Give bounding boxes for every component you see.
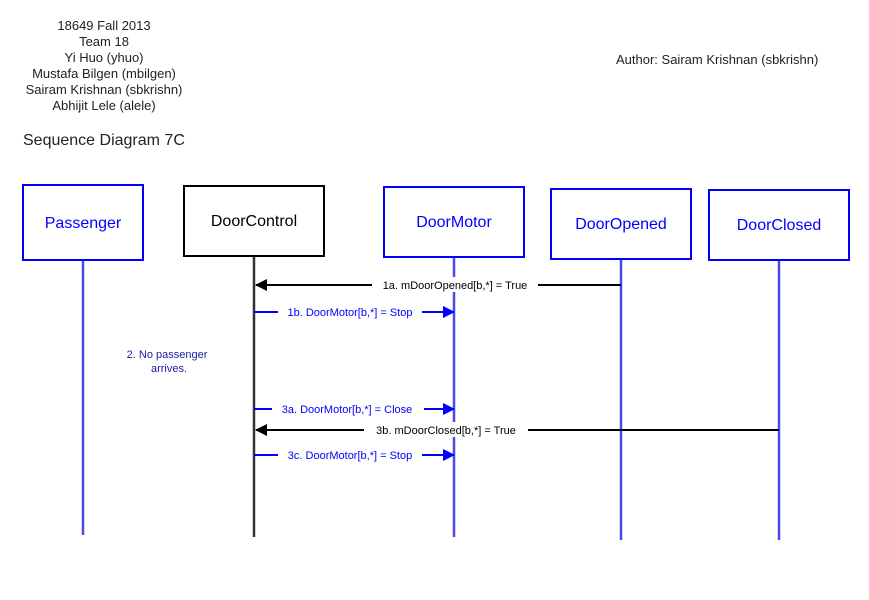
message-label: 3c. DoorMotor[b,*] = Stop	[288, 450, 412, 462]
object-label: DoorClosed	[737, 217, 821, 234]
header-line: Yi Huo (yhuo)	[64, 50, 144, 65]
message-label: 1a. mDoorOpened[b,*] = True	[383, 280, 528, 292]
diagram-title: Sequence Diagram 7C	[23, 132, 185, 149]
note-line: arrives.	[151, 363, 187, 375]
object-label: DoorMotor	[416, 214, 492, 231]
message-label: 3a. DoorMotor[b,*] = Close	[282, 404, 413, 416]
message-label: 3b. mDoorClosed[b,*] = True	[376, 425, 516, 437]
object-label: DoorControl	[211, 213, 297, 230]
note-line: 2. No passenger	[127, 349, 208, 361]
team-info: 18649 Fall 2013 Team 18 Yi Huo (yhuo) Mu…	[14, 18, 194, 114]
object-passenger: Passenger	[22, 184, 144, 261]
message-1b: 1b. DoorMotor[b,*] = Stop	[254, 304, 455, 319]
object-doorcontrol: DoorControl	[183, 185, 325, 257]
header-line: Abhijit Lele (alele)	[52, 98, 156, 113]
header-line: Mustafa Bilgen (mbilgen)	[32, 66, 176, 81]
author-label: Author: Sairam Krishnan (sbkrishn)	[616, 52, 819, 67]
object-label: Passenger	[45, 215, 122, 232]
header-line: Team 18	[79, 34, 129, 49]
message-3c: 3c. DoorMotor[b,*] = Stop	[254, 447, 455, 462]
object-label: DoorOpened	[575, 216, 667, 233]
object-doorclosed: DoorClosed	[708, 189, 850, 261]
message-label: 1b. DoorMotor[b,*] = Stop	[287, 307, 412, 319]
message-3a: 3a. DoorMotor[b,*] = Close	[254, 401, 455, 416]
header-line: Sairam Krishnan (sbkrishn)	[25, 82, 183, 97]
object-doormotor: DoorMotor	[383, 186, 525, 258]
message-1a: 1a. mDoorOpened[b,*] = True	[255, 277, 621, 292]
note-no-passenger: 2. No passenger arrives.	[127, 349, 208, 375]
object-dooropened: DoorOpened	[550, 188, 692, 260]
header-line: 18649 Fall 2013	[57, 18, 151, 33]
message-3b: 3b. mDoorClosed[b,*] = True	[255, 422, 779, 437]
